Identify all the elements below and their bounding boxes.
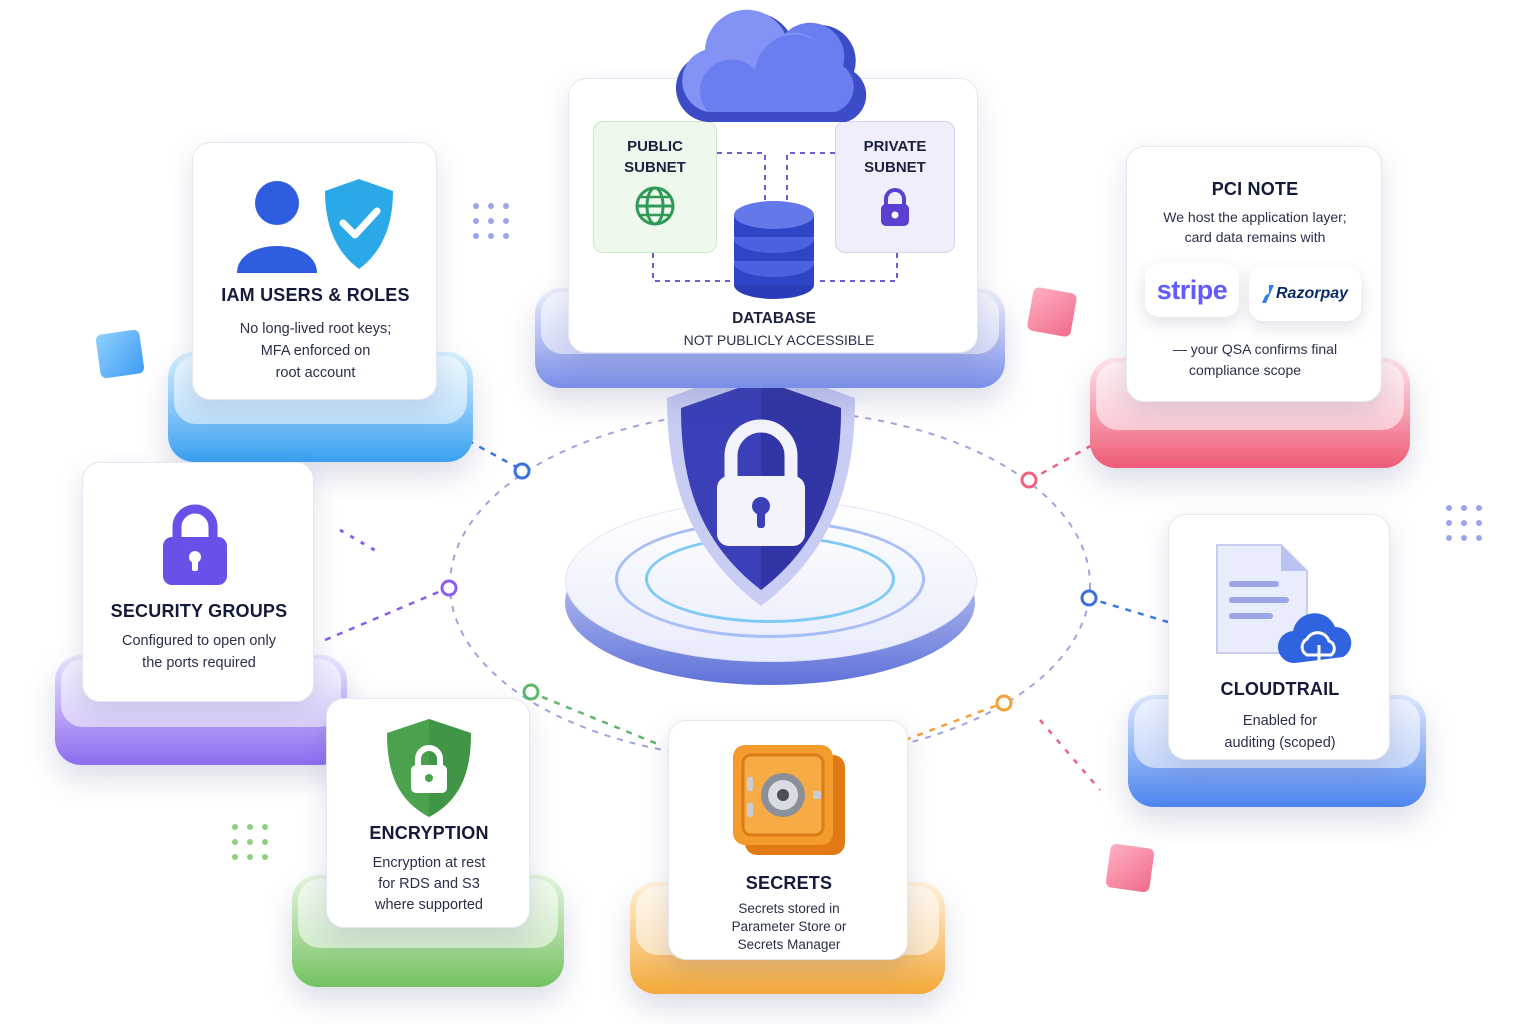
encryption-desc-line1: Encryption at rest	[372, 855, 486, 871]
encryption-desc-line3: where supported	[374, 897, 483, 913]
encryption-desc-line2: for RDS and S3	[378, 876, 480, 892]
user-shield-icon	[237, 179, 393, 273]
vpc-panel: PUBLIC SUBNET PRIVATE SUBNET DA	[568, 78, 978, 353]
secrets-desc-line2: Parameter Store or	[731, 919, 847, 934]
pci-footer-line2: compliance scope	[1188, 362, 1302, 378]
pci-footer-line1: — your QSA confirms final	[1172, 341, 1338, 357]
decorative-cube	[1026, 286, 1078, 338]
cloudtrail-title: CLOUDTRAIL	[1220, 679, 1340, 699]
pci-title: PCI NOTE	[1211, 179, 1299, 199]
shield-lock-icon	[387, 719, 471, 817]
encryption-title: ENCRYPTION	[369, 823, 489, 843]
iam-title: IAM USERS & ROLES	[221, 285, 410, 305]
cloudtrail-desc-line1: Enabled for	[1242, 713, 1318, 729]
lock-icon	[881, 188, 909, 226]
database-icon	[734, 201, 814, 299]
security-groups-card: SECURITY GROUPS Configured to open only …	[82, 462, 314, 702]
private-subnet-label-line2: SUBNET	[864, 159, 926, 176]
stripe-logo: stripe	[1145, 263, 1239, 317]
secrets-card: SECRETS Secrets stored in Parameter Stor…	[668, 720, 908, 960]
secrets-title: SECRETS	[745, 873, 833, 893]
database-title: DATABASE	[732, 310, 816, 327]
iam-desc-line1: No long-lived root keys;	[239, 321, 392, 337]
private-subnet: PRIVATE SUBNET	[835, 121, 955, 253]
decorative-cube	[95, 329, 145, 379]
decorative-dots	[1446, 505, 1482, 541]
razorpay-logo: Razorpay	[1249, 267, 1361, 321]
cloudtrail-desc-line2: auditing (scoped)	[1224, 735, 1336, 751]
padlock-shield-icon	[667, 364, 855, 606]
security-groups-desc-line1: Configured to open only	[122, 633, 276, 649]
subnet-db-connectors	[652, 152, 898, 282]
database-subtitle: NOT PUBLICLY ACCESSIBLE	[683, 332, 875, 348]
globe-icon	[635, 186, 675, 226]
public-subnet: PUBLIC SUBNET	[593, 121, 717, 253]
public-subnet-label-line1: PUBLIC	[627, 138, 683, 155]
decorative-dots	[473, 203, 509, 239]
security-groups-desc-line2: the ports required	[142, 655, 256, 671]
pci-desc-line2: card data remains with	[1184, 229, 1326, 245]
pci-desc-line1: We host the application layer;	[1163, 209, 1347, 225]
razorpay-logo-text: Razorpay	[1275, 285, 1349, 302]
public-subnet-label-line2: SUBNET	[624, 159, 686, 176]
document-cloud-icon	[1216, 544, 1352, 664]
stripe-logo-text: stripe	[1156, 274, 1228, 305]
safe-icon	[733, 745, 845, 855]
encryption-card: ENCRYPTION Encryption at rest for RDS an…	[326, 698, 530, 928]
decorative-cube	[1105, 843, 1155, 893]
security-groups-title: SECURITY GROUPS	[110, 601, 288, 621]
cloud-icon	[675, 9, 867, 123]
private-subnet-label-line1: PRIVATE	[863, 138, 927, 155]
cloudtrail-card: CLOUDTRAIL Enabled for auditing (scoped)	[1168, 514, 1390, 760]
secrets-desc-line1: Secrets stored in	[738, 901, 840, 916]
iam-card: IAM USERS & ROLES No long-lived root key…	[192, 142, 437, 400]
decorative-dots	[232, 824, 268, 860]
secrets-desc-line3: Secrets Manager	[737, 937, 841, 952]
pci-card: PCI NOTE We host the application layer; …	[1126, 146, 1382, 402]
iam-desc-line2: MFA enforced on	[260, 343, 371, 359]
lock-icon	[163, 504, 227, 585]
iam-desc-line3: root account	[275, 365, 356, 381]
razorpay-mark-icon	[1261, 285, 1274, 303]
